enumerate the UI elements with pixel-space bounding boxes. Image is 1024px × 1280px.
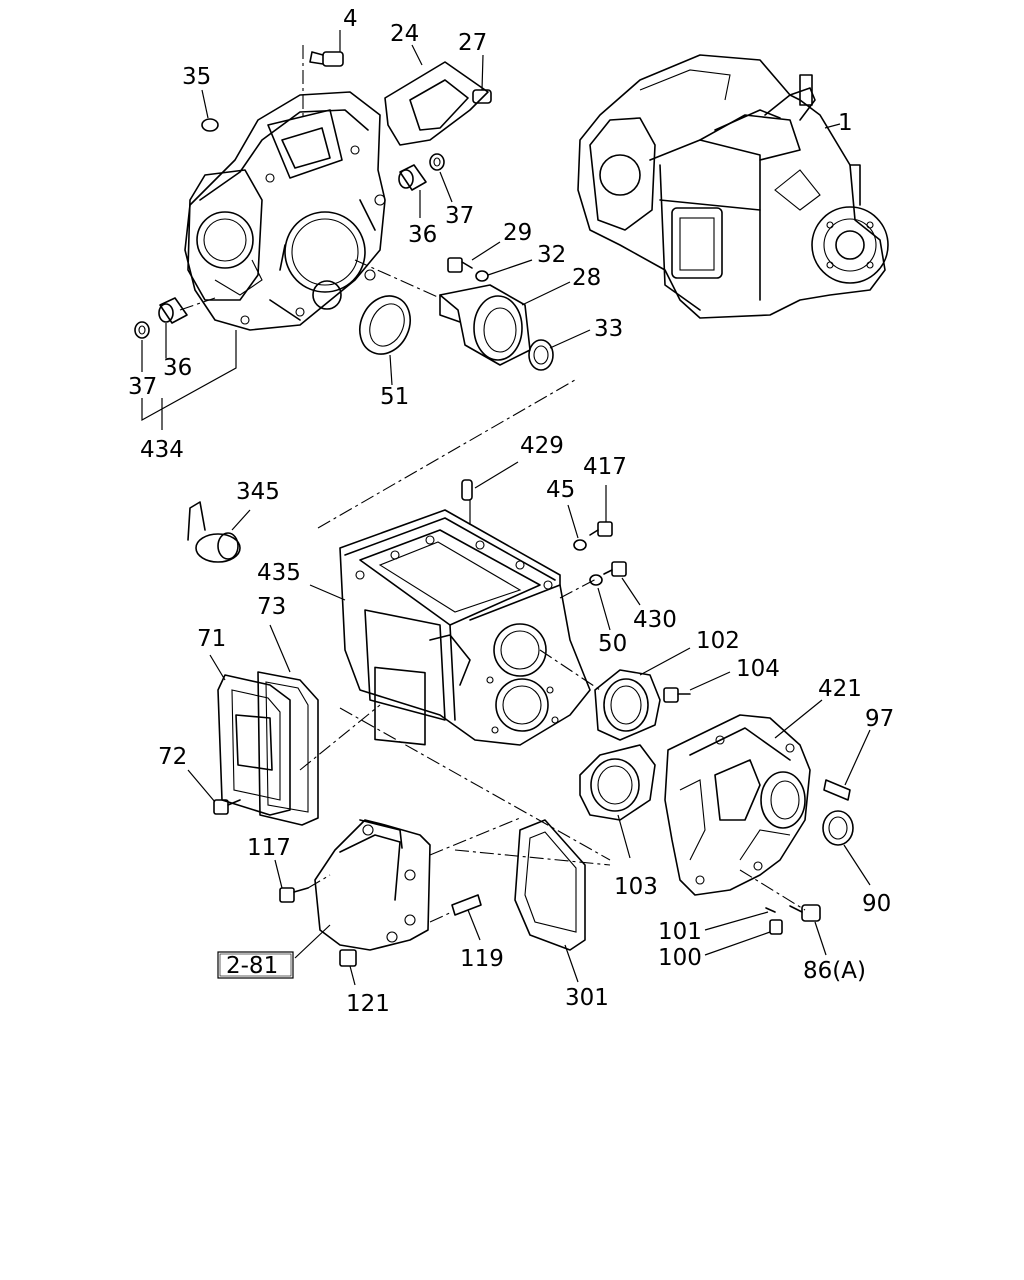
- bushing-36-upper: [398, 164, 427, 218]
- label-36-lower: 36: [163, 355, 192, 381]
- label-73: 73: [257, 594, 286, 620]
- pto-housing: [294, 819, 431, 959]
- label-32: 32: [537, 242, 566, 268]
- callout-labels: 1 4 24 27 35 37 36 29 32 28 33 36 37 51 …: [128, 6, 894, 1017]
- label-417: 417: [583, 454, 627, 480]
- label-50: 50: [598, 631, 627, 657]
- label-117: 117: [247, 835, 291, 861]
- gasket-73: [257, 624, 319, 826]
- bolt-417: [589, 485, 613, 537]
- label-27: 27: [458, 30, 487, 56]
- bolt-29: [447, 241, 501, 273]
- label-33: 33: [594, 316, 623, 342]
- washer-37-lower: [134, 321, 150, 372]
- label-37-upper: 37: [445, 203, 474, 229]
- label-1: 1: [838, 110, 853, 136]
- bolt-4: [302, 30, 344, 120]
- nut-121: [339, 949, 357, 986]
- bolt-72: [187, 769, 241, 815]
- bolt-27: [472, 54, 492, 104]
- seal-33: [528, 329, 591, 371]
- label-24: 24: [390, 21, 419, 47]
- label-90: 90: [862, 891, 891, 917]
- label-45: 45: [546, 477, 575, 503]
- bushing-36-lower: [158, 297, 188, 358]
- label-301: 301: [565, 985, 609, 1011]
- label-28: 28: [572, 265, 601, 291]
- pin-101: [704, 907, 776, 931]
- label-ref-2-81: 2-81: [226, 953, 278, 979]
- label-121: 121: [346, 991, 390, 1017]
- clamp-345: [187, 501, 251, 563]
- label-104: 104: [736, 656, 780, 682]
- washer-37-upper: [429, 153, 453, 203]
- bolt-117: [274, 859, 331, 903]
- label-102: 102: [696, 628, 740, 654]
- bolt-430: [603, 561, 641, 606]
- label-119: 119: [460, 946, 504, 972]
- label-71: 71: [197, 626, 226, 652]
- washer-45: [567, 504, 587, 551]
- extension-housing-421: [664, 699, 823, 896]
- clutch-housing: [184, 91, 386, 331]
- dowel-pin-429: [461, 461, 519, 525]
- label-97: 97: [865, 706, 894, 732]
- transmission-assembly-1: [577, 54, 889, 319]
- transmission-case-435: [309, 509, 591, 746]
- label-72: 72: [158, 744, 187, 770]
- label-101: 101: [658, 919, 702, 945]
- stud-119: [429, 894, 482, 941]
- plug-100: [704, 919, 783, 956]
- washer-32: [475, 259, 533, 282]
- bearing-retainer-28: [439, 281, 571, 366]
- label-430: 430: [633, 607, 677, 633]
- label-29: 29: [503, 220, 532, 246]
- label-429: 429: [520, 433, 564, 459]
- label-36-upper: 36: [408, 222, 437, 248]
- label-37-lower: 37: [128, 374, 157, 400]
- gasket-24: [384, 44, 489, 146]
- gasket-103: [579, 744, 656, 859]
- gasket-301: [514, 819, 586, 983]
- cover-71: [209, 654, 291, 816]
- label-435: 435: [257, 560, 301, 586]
- bolt-104: [663, 671, 731, 703]
- label-4: 4: [343, 6, 358, 32]
- gasket-102: [594, 647, 691, 741]
- reference-box-2-81: [217, 951, 294, 979]
- label-345: 345: [236, 479, 280, 505]
- label-35: 35: [182, 64, 211, 90]
- plug-35: [201, 89, 219, 132]
- label-421: 421: [818, 676, 862, 702]
- label-86a: 86(A): [803, 958, 866, 984]
- seal-90: [822, 810, 871, 886]
- oil-seal-51: [359, 295, 411, 386]
- bolt-86a: [789, 904, 827, 956]
- stud-97: [823, 729, 871, 801]
- bracket-434: [141, 330, 237, 430]
- label-434: 434: [140, 437, 184, 463]
- label-100: 100: [658, 945, 702, 971]
- washer-50: [589, 574, 611, 631]
- label-51: 51: [380, 384, 409, 410]
- label-103: 103: [614, 874, 658, 900]
